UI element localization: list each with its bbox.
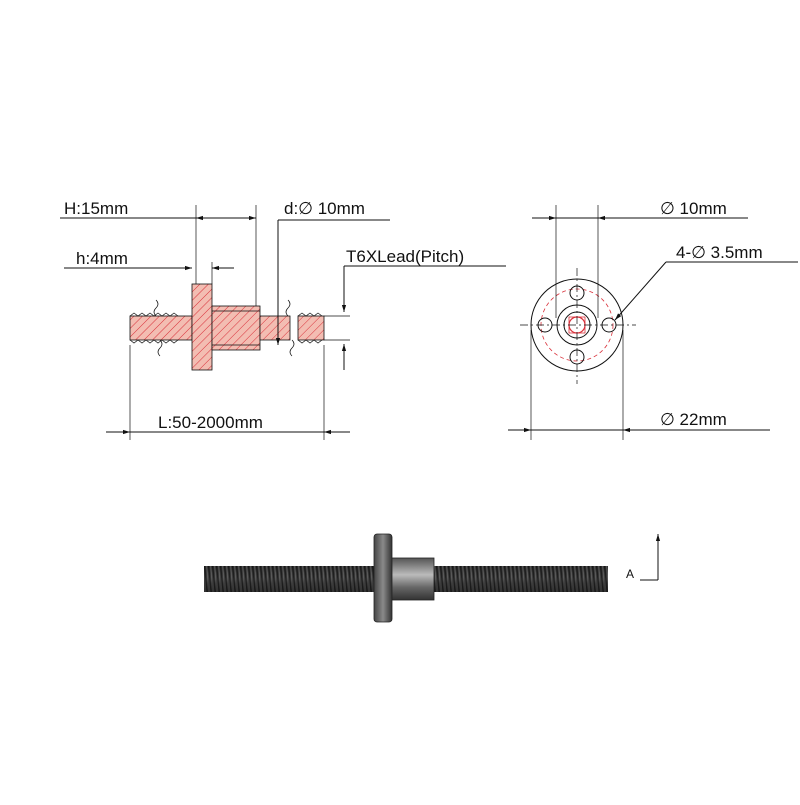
break-mark bbox=[153, 299, 159, 317]
rod-length-label: L:50-2000mm bbox=[158, 413, 263, 432]
product-view: A bbox=[204, 533, 661, 623]
rod-section-right bbox=[297, 315, 325, 341]
rod-section-middle bbox=[259, 315, 291, 341]
nut-body-section bbox=[211, 305, 261, 351]
flange-diameter-label: ∅ 22mm bbox=[660, 410, 727, 429]
bore-diameter-label: d:∅ 10mm bbox=[284, 199, 365, 218]
mount-holes-label: 4-∅ 3.5mm bbox=[676, 243, 763, 262]
rod-section-left bbox=[129, 315, 193, 341]
flange-outline bbox=[530, 278, 624, 372]
view-marker-label: A bbox=[626, 567, 634, 581]
section-view: H:15mm h:4mm d:∅ 10mm T6XLead(Pitch) L:5… bbox=[60, 199, 506, 440]
nut-body-diameter-label: ∅ 10mm bbox=[660, 199, 727, 218]
nut-body bbox=[389, 557, 435, 601]
flange-length-label: H:15mm bbox=[64, 199, 128, 218]
flange-section bbox=[191, 283, 213, 371]
thread-spec-label: T6XLead(Pitch) bbox=[346, 247, 464, 266]
flange bbox=[373, 533, 393, 623]
flange-thickness-label: h:4mm bbox=[76, 249, 128, 268]
end-view: ∅ 10mm 4-∅ 3.5mm ∅ 22mm bbox=[508, 199, 798, 440]
